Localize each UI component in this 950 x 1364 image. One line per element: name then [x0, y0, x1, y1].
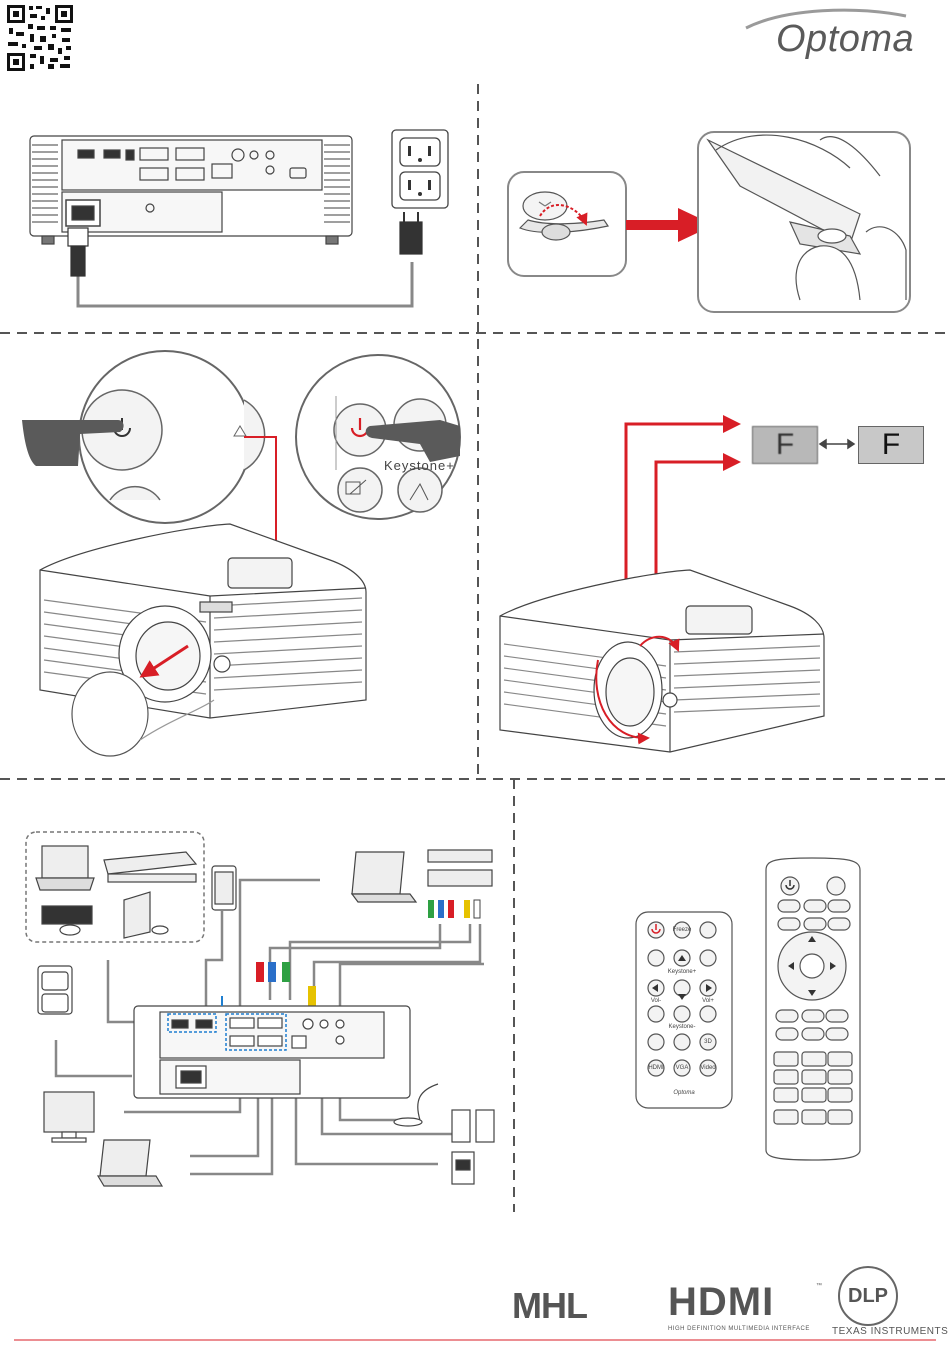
hdmi-label: HDMI: [646, 1065, 666, 1071]
source-devices-group: [26, 832, 204, 942]
projector-front-right: [500, 570, 824, 752]
remote-brand-label: Optoma: [668, 1090, 700, 1096]
vol-minus-label: Vol-: [646, 998, 666, 1004]
dlp-logo: DLP: [838, 1266, 898, 1326]
network-jack-icon: [452, 1152, 474, 1184]
freeze-label: Freeze: [670, 927, 694, 933]
monitor-icon: [44, 1092, 94, 1142]
speakers-icon: [452, 1110, 494, 1142]
vol-plus-label: Vol+: [698, 998, 718, 1004]
power-button-zoom-left: [79, 351, 265, 523]
mhl-logo: MHL: [512, 1285, 587, 1327]
outlet-icon-small: [38, 966, 72, 1014]
remote-small: [636, 912, 732, 1108]
hdmi-subtitle: HIGH DEFINITION MULTIMEDIA INTERFACE: [668, 1326, 810, 1332]
keystone-label: Keystone+: [384, 458, 455, 473]
hdmi-trademark: ™: [816, 1283, 822, 1289]
video-label: Video: [698, 1065, 718, 1071]
texas-instruments-logo: TEXAS INSTRUMENTS: [832, 1326, 948, 1337]
hdmi-logo: HDMI: [668, 1280, 774, 1325]
smartphone-icon: [212, 866, 236, 910]
av-devices-icon: [428, 850, 492, 886]
remote-large: [766, 858, 860, 1160]
keystone-plus-label: Keystone+: [664, 969, 700, 975]
3d-label: 3D: [698, 1039, 718, 1045]
keystone-minus-label: Keystone-: [664, 1024, 700, 1030]
focus-swap-arrow: [820, 440, 854, 448]
bottom-laptop-icon: [98, 1140, 162, 1186]
focus-sharp-sample: F: [858, 426, 924, 464]
wall-outlet-icon: [392, 130, 448, 208]
power-cord: [78, 232, 412, 306]
laptop-icon: [36, 846, 94, 890]
focus-blurred-sample: F: [752, 426, 818, 464]
vga-label: VGA: [672, 1065, 692, 1071]
projector-rear-connections: [134, 1006, 410, 1098]
top-laptop-icon: [352, 852, 416, 902]
